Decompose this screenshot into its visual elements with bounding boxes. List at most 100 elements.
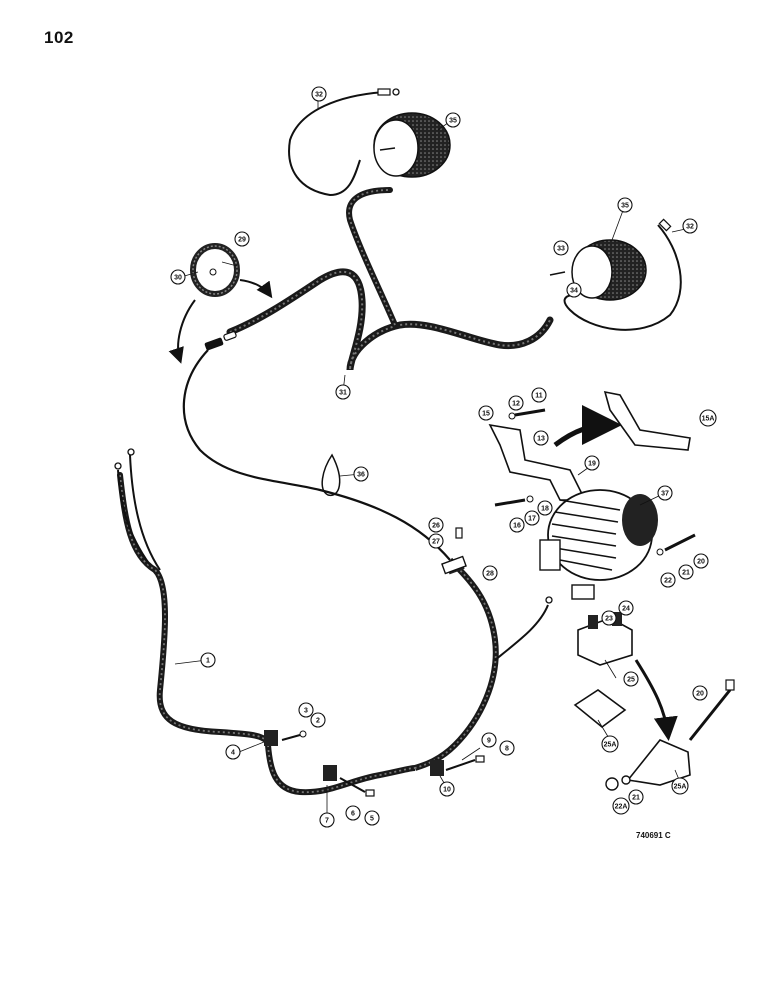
callout-circle [566, 282, 582, 298]
callout-layer: 123456789101112131515A161718192020212122… [170, 86, 717, 828]
right-gauge-lamp [571, 239, 647, 301]
callout-circle [482, 565, 498, 581]
callout-35: 35 [617, 197, 633, 213]
callout-circle [478, 405, 494, 421]
callout-5: 5 [364, 810, 380, 826]
callout-32: 32 [311, 86, 327, 102]
callout-circle [364, 810, 380, 826]
harness-connector [204, 331, 237, 351]
callout-label: 1 [206, 658, 210, 665]
callout-label: 6 [351, 811, 355, 818]
callout-label: 17 [528, 516, 536, 523]
callout-label: 29 [238, 237, 246, 244]
callout-circle [671, 777, 689, 795]
callout-circle [533, 430, 549, 446]
callout-circle [623, 671, 639, 687]
alternator [539, 489, 658, 600]
callout-circle [428, 517, 444, 533]
bracket-15a [603, 390, 691, 451]
callout-label: 16 [513, 523, 521, 530]
left-harness [114, 448, 416, 796]
callout-8: 8 [499, 740, 515, 756]
callout-16: 16 [509, 517, 525, 533]
callout-circle [699, 409, 717, 427]
callout-19: 19 [584, 455, 600, 471]
callout-label: 11 [535, 393, 543, 400]
callout-label: 19 [588, 461, 596, 468]
callout-6: 6 [345, 805, 361, 821]
callout-15: 15 [478, 405, 494, 421]
callout-label: 4 [231, 750, 235, 757]
callout-circle [439, 781, 455, 797]
callout-17: 17 [524, 510, 540, 526]
callout-label: 27 [432, 539, 440, 546]
callout-circle [524, 510, 540, 526]
callout-9: 9 [481, 732, 497, 748]
main-harness [226, 187, 554, 371]
callout-label: 22A [615, 804, 628, 811]
callout-label: 32 [686, 224, 694, 231]
callout-circle [601, 735, 619, 753]
callout-circle [553, 240, 569, 256]
callout-33: 33 [553, 240, 569, 256]
callout-27: 27 [428, 533, 444, 549]
callout-circle [445, 112, 461, 128]
callout-circle [682, 218, 698, 234]
callout-circle [170, 269, 186, 285]
callout-29: 29 [234, 231, 250, 247]
callout-circle [200, 652, 216, 668]
callout-label: 7 [325, 818, 329, 825]
callout-label: 8 [505, 746, 509, 753]
top-gauge-lamp [373, 112, 451, 178]
callout-label: 3 [304, 708, 308, 715]
callout-20: 20 [692, 685, 708, 701]
callout-circle [617, 197, 633, 213]
callout-label: 35 [621, 203, 629, 210]
callout-circle [481, 732, 497, 748]
callout-circle [345, 805, 361, 821]
callout-label: 26 [432, 523, 440, 530]
callout-label: 18 [541, 506, 549, 513]
plate-25a [573, 689, 627, 729]
callout-label: 15 [482, 411, 490, 418]
callout-label: 13 [537, 436, 545, 443]
callout-label: 30 [174, 275, 182, 282]
callout-circle [584, 455, 600, 471]
callout-34: 34 [566, 282, 582, 298]
callout-label: 9 [487, 738, 491, 745]
callout-circle [692, 685, 708, 701]
callout-4: 4 [225, 744, 241, 760]
callout-23: 23 [601, 610, 617, 626]
callout-21: 21 [628, 789, 644, 805]
top-lamp-wire [288, 91, 386, 197]
callout-21: 21 [678, 564, 694, 580]
callout-label: 20 [696, 691, 704, 698]
callout-label: 33 [557, 246, 565, 253]
callout-3: 3 [298, 702, 314, 718]
callout-25a: 25A [671, 777, 689, 795]
callout-2: 2 [310, 712, 326, 728]
callout-label: 35 [449, 118, 457, 125]
callout-circle [601, 610, 617, 626]
callout-circle [693, 553, 709, 569]
callout-label: 25A [604, 742, 617, 749]
callout-28: 28 [482, 565, 498, 581]
callout-25: 25 [623, 671, 639, 687]
callout-18: 18 [537, 500, 553, 516]
callout-10: 10 [439, 781, 455, 797]
callout-circle [678, 564, 694, 580]
callout-label: 21 [632, 795, 640, 802]
callout-label: 15A [702, 416, 715, 423]
callout-circle [319, 812, 335, 828]
callout-label: 25 [627, 677, 635, 684]
callout-label: 20 [697, 559, 705, 566]
callout-37: 37 [657, 485, 673, 501]
callout-20: 20 [693, 553, 709, 569]
callout-circle [234, 231, 250, 247]
callout-11: 11 [531, 387, 547, 403]
callout-circle [298, 702, 314, 718]
loop-clip [321, 453, 341, 496]
callout-circle [310, 712, 326, 728]
callout-24: 24 [618, 600, 634, 616]
